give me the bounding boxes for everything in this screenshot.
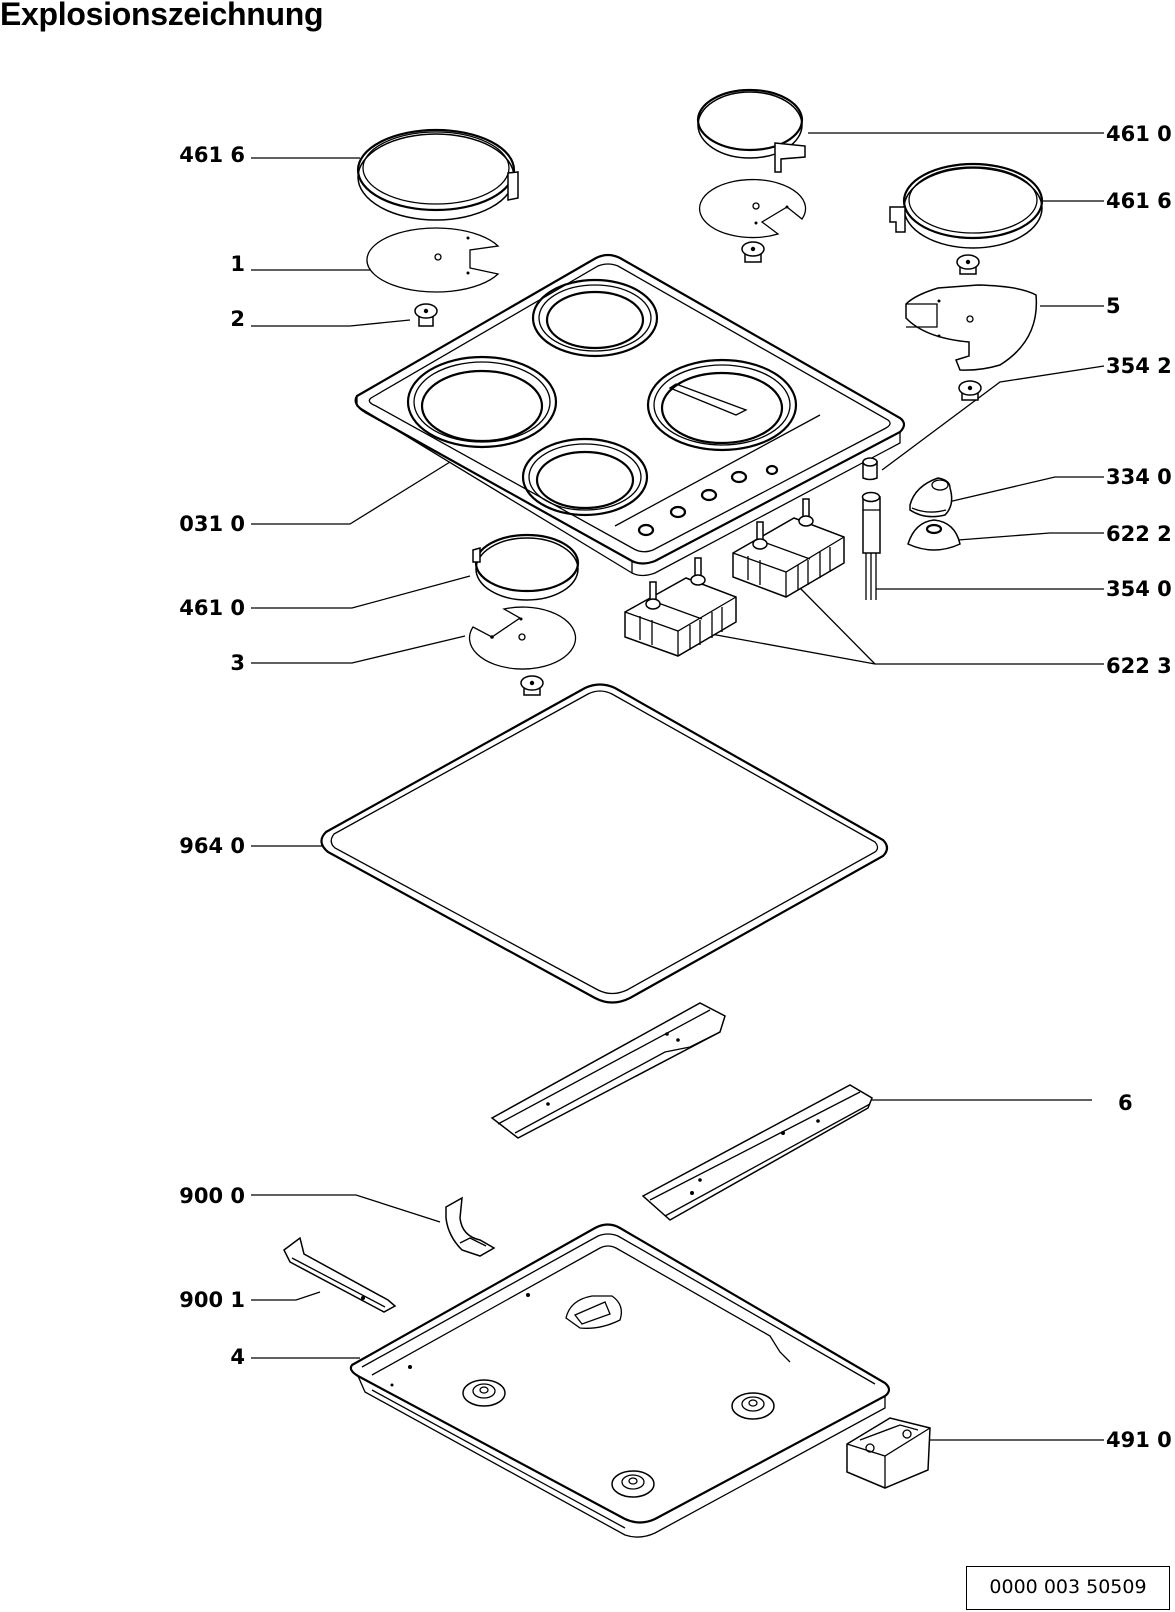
hotplate-461-0-front [473,535,578,600]
label-461-0-right: 461 0 [1106,122,1172,146]
gasket [321,685,887,1003]
label-2: 2 [230,307,245,331]
document-id-box: 0000 003 50509 [966,1566,1170,1610]
leader-031-0 [251,462,450,524]
fixing-rail-900-1 [284,1238,395,1312]
leader-622-3-b [800,588,875,664]
mounting-rail-lower [643,1085,872,1220]
leader-3 [251,636,465,663]
hotplate-461-0-rear [698,90,805,172]
label-354-0: 354 0 [1106,577,1172,601]
leader-900-0 [251,1195,440,1222]
label-5: 5 [1106,294,1121,318]
mounting-rail-upper [492,1003,725,1138]
bottom-tray [351,1225,889,1538]
diagram-title: Explosionszeichnung [0,0,324,32]
energy-regulator-front [625,558,736,656]
fixing-nut-5 [959,381,981,400]
control-knob [910,478,952,517]
label-6: 6 [1118,1091,1133,1115]
leader-622-2 [958,533,1104,540]
label-1: 1 [230,252,245,276]
label-461-0-left: 461 0 [179,596,245,620]
heat-shield-rear [700,180,806,238]
fixing-nut-right [957,255,979,274]
label-900-1: 900 1 [179,1288,245,1312]
leader-354-2 [882,366,1104,470]
knob-ring [908,520,960,550]
leader-461-0-left [251,576,470,608]
label-031-0: 031 0 [179,512,245,536]
indicator-lamp-cap [863,458,877,480]
fixing-nut-rear [742,242,764,262]
leader-lines [251,133,1104,1440]
label-491-0: 491 0 [1106,1428,1172,1452]
heat-shield-3 [470,607,576,669]
leader-900-1 [251,1292,320,1300]
terminal-box [847,1418,930,1488]
fixing-nut-2 [415,304,437,326]
heat-shield-5 [906,285,1036,370]
label-4: 4 [230,1345,245,1369]
leader-334-0 [944,477,1104,503]
fixing-bracket-900-0 [446,1198,494,1256]
label-622-3: 622 3 [1106,654,1172,678]
label-900-0: 900 0 [179,1184,245,1208]
heat-shield-1 [367,228,498,292]
label-3: 3 [230,651,245,675]
leader-622-3-a [700,632,1104,664]
hotplate-461-6-right [890,164,1042,248]
hotplate-461-6-left [358,130,518,220]
label-622-2: 622 2 [1106,522,1172,546]
leader-2 [251,320,410,326]
indicator-lamp [863,493,881,601]
hob-top-frame [356,255,904,576]
fixing-nut-3 [521,676,543,695]
label-461-6-left: 461 6 [179,143,245,167]
energy-regulator-rear [733,499,844,597]
label-964-0: 964 0 [179,834,245,858]
label-334-0: 334 0 [1106,465,1172,489]
label-461-6-right: 461 6 [1106,189,1172,213]
label-354-2: 354 2 [1106,354,1172,378]
